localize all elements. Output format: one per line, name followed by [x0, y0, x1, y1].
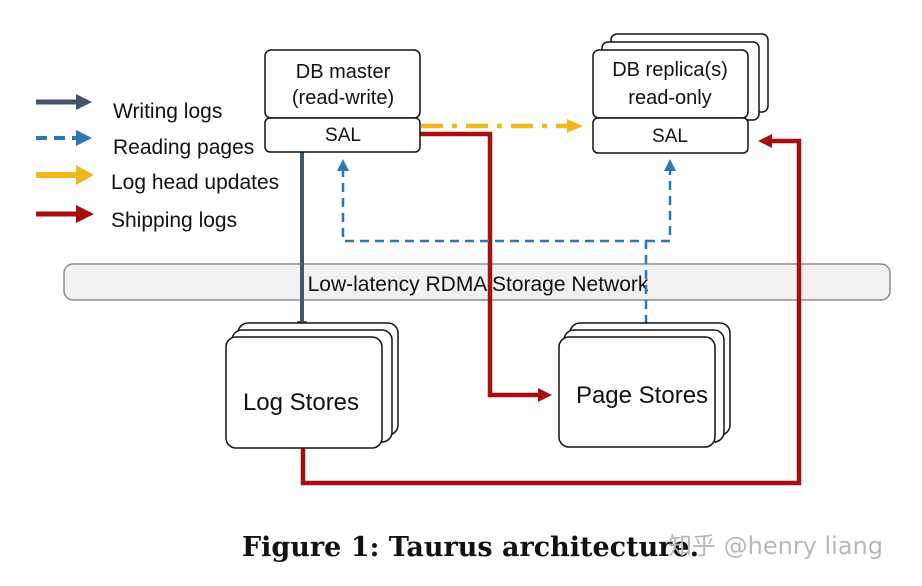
db-master: DB master (read-write) SAL	[264, 49, 421, 153]
legend: Writing logs Reading pages Log head upda…	[36, 94, 279, 232]
page-stores-box	[558, 336, 716, 448]
rdma-network: Low-latency RDMA Storage Network	[63, 263, 891, 301]
reading-pages-arrow-to-master	[337, 159, 648, 324]
db-replica-sal-label: SAL	[652, 126, 688, 147]
db-master-sal-box	[264, 117, 421, 153]
db-master-sal-label: SAL	[325, 125, 361, 146]
db-master-mode: (read-write)	[292, 87, 394, 109]
db-replica-sal-box	[592, 117, 749, 154]
reading-pages-legend-arrowhead	[76, 130, 92, 146]
shipping-logs-arrow-logstores-to-replica	[300, 134, 802, 486]
reading-pages-arrow-to-replica	[646, 159, 676, 243]
legend-label-log-head-updates: Log head updates	[111, 171, 279, 194]
db-master-title: DB master	[296, 61, 391, 83]
legend-label-writing-logs: Writing logs	[113, 100, 222, 123]
rdma-network-label: Low-latency RDMA Storage Network	[308, 273, 649, 296]
figure-caption: Figure 1: Taurus architecture.	[242, 532, 699, 563]
db-replica-mode: read-only	[628, 87, 711, 109]
log-stores: Log Stores	[225, 322, 399, 449]
db-replica: DB replica(s) read-only SAL	[592, 33, 769, 154]
shipping-logs-legend-arrowhead	[76, 205, 94, 223]
legend-item-reading-pages: Reading pages	[36, 130, 254, 159]
legend-label-reading-pages: Reading pages	[113, 136, 254, 159]
legend-label-shipping-logs: Shipping logs	[111, 209, 237, 232]
log-stores-box	[225, 336, 383, 449]
writing-logs-legend-arrowhead	[76, 94, 92, 110]
page-stores: Page Stores	[558, 322, 731, 448]
log-stores-label: Log Stores	[243, 389, 359, 416]
watermark: 知乎 @henry liang	[668, 532, 883, 560]
legend-item-log-head-updates: Log head updates	[36, 165, 279, 194]
legend-item-writing-logs: Writing logs	[36, 94, 222, 123]
legend-item-shipping-logs: Shipping logs	[36, 205, 237, 232]
db-replica-title: DB replica(s)	[612, 59, 728, 81]
log-head-updates-legend-arrowhead	[76, 165, 94, 185]
shipping-logs-arrow-master-to-pagestores	[420, 131, 552, 402]
page-stores-label: Page Stores	[576, 382, 708, 409]
rdma-network-band	[63, 263, 891, 301]
